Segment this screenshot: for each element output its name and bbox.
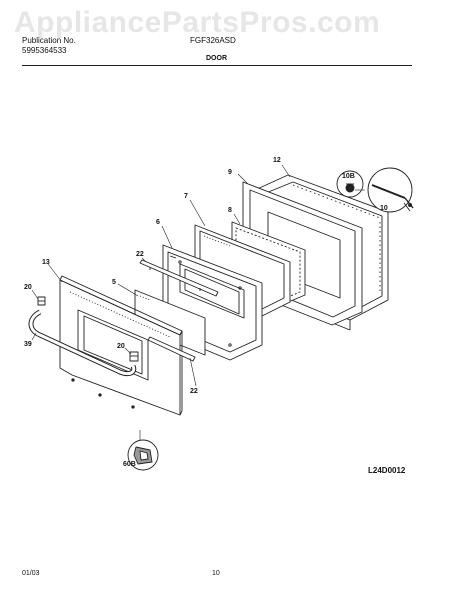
handle-end-cap-right-part bbox=[129, 351, 139, 362]
callout-12: 12 bbox=[273, 157, 281, 164]
clip-detail-60b bbox=[127, 439, 159, 471]
callout-22-lower: 22 bbox=[190, 388, 198, 395]
publication-number: 5995364533 bbox=[22, 46, 67, 55]
callout-20-lower: 20 bbox=[117, 343, 125, 350]
diagram-code: L24D0012 bbox=[368, 466, 406, 475]
outer-door-panel-part bbox=[59, 275, 183, 416]
callout-6: 6 bbox=[156, 219, 160, 226]
callout-10b: 10B bbox=[342, 173, 355, 180]
footer-date: 01/03 bbox=[22, 570, 40, 577]
callout-60b: 60B bbox=[123, 461, 136, 468]
model-number: FGF326ASD bbox=[190, 36, 236, 45]
publication-label: Publication No. bbox=[22, 36, 76, 45]
callout-7: 7 bbox=[184, 193, 188, 200]
header-rule bbox=[22, 65, 412, 66]
screw-detail-10b bbox=[336, 170, 364, 198]
callout-9: 9 bbox=[228, 169, 232, 176]
hinge-pin-detail-10 bbox=[367, 167, 414, 213]
site-watermark: AppliancePartsPros.com bbox=[14, 6, 381, 39]
door-handle-part bbox=[28, 309, 137, 377]
handle-end-cap-left-part bbox=[37, 296, 46, 306]
callout-22-upper: 22 bbox=[136, 251, 144, 258]
callout-5: 5 bbox=[112, 279, 116, 286]
callout-20-upper: 20 bbox=[24, 284, 32, 291]
upper-trim-strip-part bbox=[139, 259, 219, 297]
section-title: DOOR bbox=[206, 55, 227, 62]
lower-trim-strip-part bbox=[147, 336, 196, 362]
footer-page-number: 10 bbox=[212, 570, 220, 577]
callout-leader-lines bbox=[31, 164, 365, 440]
callout-10: 10 bbox=[380, 205, 388, 212]
callout-13: 13 bbox=[42, 259, 50, 266]
callout-8: 8 bbox=[228, 207, 232, 214]
callout-39: 39 bbox=[24, 341, 32, 348]
